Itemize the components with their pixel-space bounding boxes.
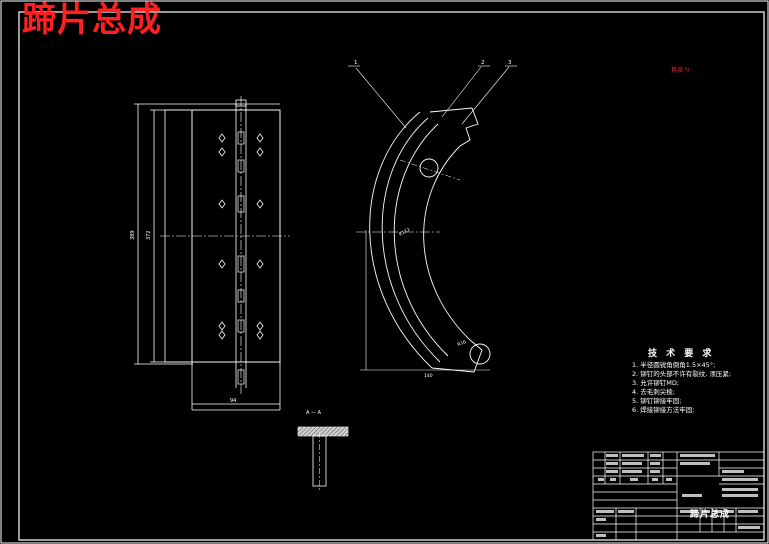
technical-requirements-heading: 技 术 要 求	[648, 349, 715, 359]
requirement-item: 1. 半径圆锐角倒角1.5×45°;	[632, 361, 716, 369]
rivet-holes	[218, 133, 264, 340]
dim-radius: R112	[398, 227, 411, 238]
balloon-1: 1	[354, 60, 358, 66]
dim-radius-small: R16	[457, 339, 467, 348]
requirement-item: 2. 铆钉的头部不许有裂纹, 须压紧;	[632, 370, 732, 378]
roughness-note: 其余 ⁶∕	[671, 67, 690, 74]
drawing-title: 蹄片总成	[22, 0, 162, 40]
balloon-3: 3	[508, 60, 512, 66]
title-block-text-marks	[596, 454, 760, 537]
balloon-2: 2	[481, 60, 485, 66]
requirement-item: 5. 铆钉铆接牢固;	[632, 397, 682, 405]
inner-border	[18, 11, 765, 541]
section-view	[297, 426, 349, 492]
web-slots	[237, 131, 245, 385]
arc-view	[348, 65, 517, 373]
front-view	[134, 96, 290, 411]
section-label: A — A	[306, 410, 322, 416]
requirement-item: 3. 允许铆钉MD;	[632, 379, 680, 387]
title-block-name: 蹄片总成	[690, 510, 731, 520]
requirement-item: 6. 焊接铆接方法牢固;	[632, 406, 695, 414]
title-block	[592, 451, 765, 541]
requirement-item: 4. 去毛刺尖棱;	[632, 388, 675, 396]
dim-overall-height: 389	[130, 230, 136, 240]
dim-width: 94	[230, 398, 236, 404]
dim-base: 140	[424, 373, 433, 379]
dim-inner-height: 372	[146, 230, 152, 240]
